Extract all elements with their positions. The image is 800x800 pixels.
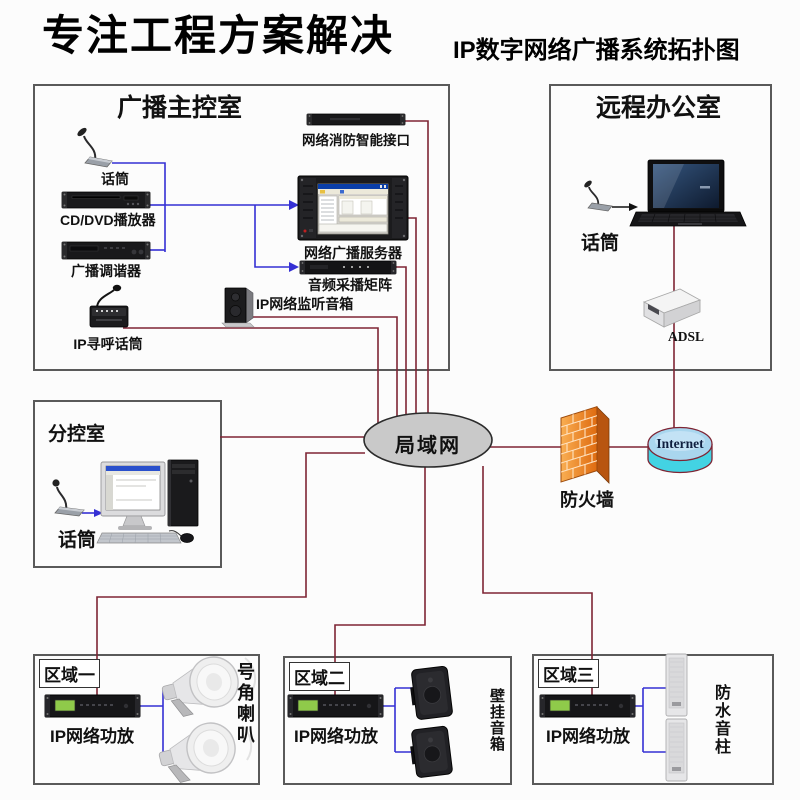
lan-label: 局域网 [395,435,461,457]
cd-dvd-player-device [61,191,151,209]
sub-mic-label: 话筒 [57,530,96,551]
column-speaker-icon [665,653,688,782]
sub-control-room-title: 分控室 [48,424,106,445]
monitor-speaker-label: IP网络监听音箱 [256,296,354,312]
office-microphone-icon [584,180,613,212]
tuner-label: 广播调谐器 [71,263,141,279]
arrowheads [94,200,638,517]
page-title: 专注工程方案解决 [42,12,395,59]
office-mic-label: 话筒 [580,233,619,254]
cd-dvd-player-label: CD/DVD播放器 [60,212,156,228]
zone2-name: 区域二 [289,662,350,691]
adsl-modem-icon [642,288,702,328]
zone2-amplifier-device [287,694,384,718]
main-control-room-title: 广播主控室 [117,94,243,122]
paging-microphone-icon [89,284,129,328]
zone1-box [33,654,260,785]
zone3-amplifier-device [539,694,636,718]
sub-microphone-icon [52,479,85,517]
zone3-box [532,654,774,785]
lan-ellipse [363,412,493,468]
internet-icon [647,426,713,474]
wall-speaker-icon [410,665,453,778]
matrix-label: 音频采播矩阵 [308,277,392,293]
fire-interface-label: 网络消防智能接口 [302,133,410,148]
tuner-device [61,241,151,260]
laptop-icon [629,159,747,227]
adsl-label: ADSL [667,329,704,344]
zone1-name: 区域一 [39,659,100,688]
zone2-speaker-label: 壁挂音箱 [488,688,505,752]
internet-label: Internet [656,436,704,451]
fire-interface-device [306,113,406,126]
remote-office-title: 远程办公室 [595,94,721,122]
audio-matrix-device [299,260,397,275]
network-cable-lines [96,120,675,696]
desk-microphone-icon [77,127,113,168]
zone2-amp-label: IP网络功放 [293,727,379,746]
audio-cable-lines [82,162,666,753]
page-subtitle: IP数字网络广播系统拓扑图 [453,37,740,64]
remote-office-box [549,84,772,371]
zone3-amp-label: IP网络功放 [545,727,631,746]
monitor-speaker-icon [221,287,255,328]
firewall-icon [560,405,610,484]
zone1-speaker-label: 号角喇叭 [235,662,255,746]
main-control-room-box [33,84,450,371]
horn-speaker-icon [158,656,257,783]
zone1-amplifier-device [44,694,141,718]
zone1-amp-label: IP网络功放 [49,727,135,746]
main-mic-label: 话筒 [101,171,129,187]
zone2-box [283,656,512,785]
server-label: 网络广播服务器 [304,245,402,261]
desktop-computer-icon [96,459,199,544]
broadcast-server-device [297,175,409,241]
firewall-label: 防火墙 [560,490,614,510]
zone3-speaker-label: 防水音柱 [712,684,729,756]
sub-control-room-box [33,400,222,568]
paging-mic-label: IP寻呼话筒 [73,336,143,352]
zone3-name: 区域三 [538,659,599,688]
